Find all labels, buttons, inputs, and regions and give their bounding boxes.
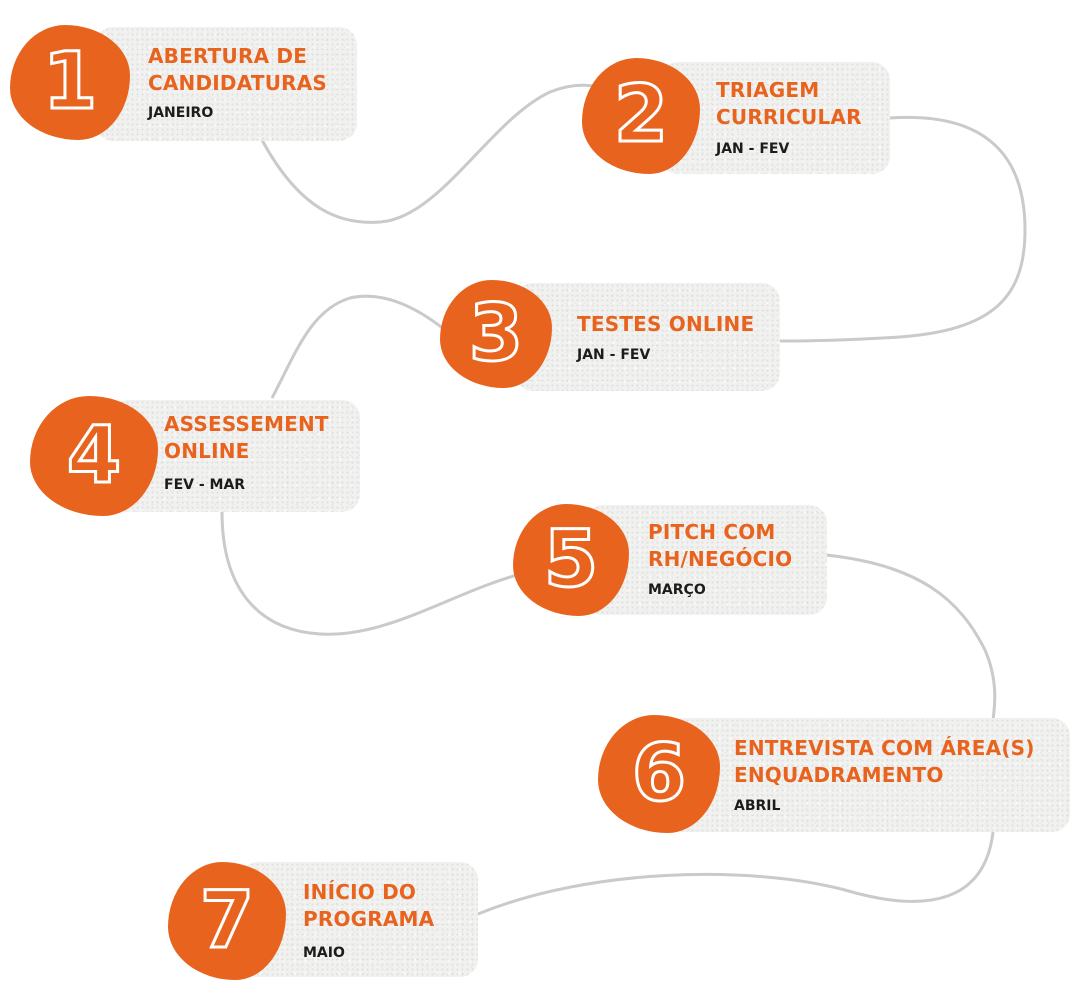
step-number: 1 xyxy=(41,37,98,127)
step-card xyxy=(515,283,780,391)
step-card xyxy=(665,718,1070,832)
step-title: TESTES ONLINE xyxy=(577,312,755,336)
step-date: ABRIL xyxy=(734,798,781,814)
step-title: ABERTURA DE CANDIDATURAS xyxy=(148,44,328,95)
step-title: ENTREVISTA COM ÁREA(S) ENQUADRAMENTO xyxy=(734,736,1035,787)
step-number-blob xyxy=(30,396,158,516)
step-date: JAN - FEV xyxy=(716,141,790,157)
step-title: INÍCIO DO PROGRAMA xyxy=(303,880,435,931)
step-date: FEV - MAR xyxy=(164,477,246,493)
step-date: JANEIRO xyxy=(148,105,214,121)
step-number-blob xyxy=(513,504,629,616)
step-number-blob xyxy=(598,715,720,833)
step-number-blob xyxy=(582,58,700,174)
connector-1-2 xyxy=(260,83,616,224)
step-number: 3 xyxy=(467,289,524,379)
step-number: 7 xyxy=(198,876,255,966)
step-title: TRIAGEM CURRICULAR xyxy=(716,78,862,129)
step-date: JAN - FEV xyxy=(577,347,651,363)
connector-4-5 xyxy=(220,511,529,636)
step-number-blob xyxy=(440,280,552,388)
step-card xyxy=(585,505,827,615)
connector-2-3 xyxy=(779,115,1027,343)
step-number: 5 xyxy=(542,515,599,605)
step-date: MARÇO xyxy=(648,582,706,598)
connector-3-4 xyxy=(270,294,446,399)
connector-5-6 xyxy=(825,553,997,721)
step-number: 2 xyxy=(612,70,669,160)
step-title: ASSESSEMENT ONLINE xyxy=(164,412,329,463)
step-title: PITCH COM RH/NEGÓCIO xyxy=(648,520,793,571)
step-date: MAIO xyxy=(303,945,345,961)
step-number: 6 xyxy=(630,729,687,819)
step-card xyxy=(95,27,357,141)
step-number-blob xyxy=(168,862,286,980)
step-number: 4 xyxy=(65,411,122,501)
step-number-blob xyxy=(10,25,130,140)
connector-6-7 xyxy=(477,831,995,916)
